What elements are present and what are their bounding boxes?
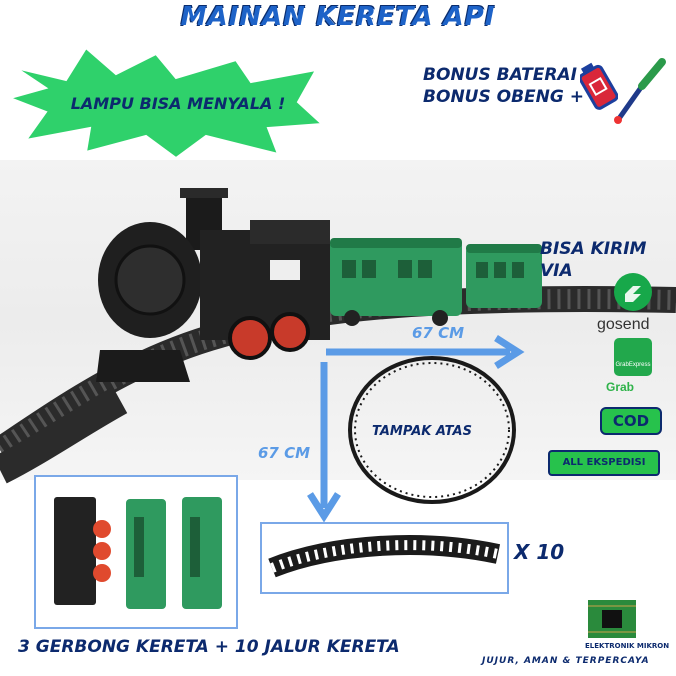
page-title: MAINAN KERETA API — [180, 2, 496, 32]
shop-tagline: JUJUR, AMAN & TERPERCAYA — [482, 656, 650, 666]
bonus-text: BONUS BATERAI BONUS OBENG + — [423, 64, 584, 108]
shop-name: ELEKTRONIK MIKRON — [585, 642, 670, 650]
track-quantity-label: X 10 — [514, 540, 565, 564]
vertical-dimension-label: 67 CM — [258, 444, 311, 462]
dimension-arrows — [307, 335, 525, 523]
top-view-label: TAMPAK ATAS — [372, 424, 472, 439]
screwdriver-icon — [614, 58, 666, 124]
gosend-logo-icon — [614, 273, 652, 311]
gosend-label: gosend — [597, 316, 650, 333]
all-ekspedisi-badge: ALL EKSPEDISI — [548, 450, 660, 476]
grabexpress-badge-label: GrabExpress — [615, 362, 651, 368]
shipping-heading-line-2: VIA — [540, 261, 573, 281]
grab-label: Grab — [606, 380, 635, 394]
bonus-line-2: BONUS OBENG + — [423, 87, 584, 107]
green-wagon-2 — [466, 244, 542, 308]
shipping-heading-line-1: BISA KIRIM — [540, 239, 647, 259]
shipping-heading: BISA KIRIM VIA — [540, 238, 646, 282]
bottom-caption: 3 GERBONG KERETA + 10 JALUR KERETA — [18, 637, 400, 657]
horizontal-dimension-label: 67 CM — [412, 324, 465, 342]
cod-badge: COD — [600, 407, 662, 435]
track-piece-box — [260, 522, 509, 594]
three-carriages-illustration — [54, 497, 222, 609]
grabexpress-logo-icon: GrabExpress — [614, 338, 652, 376]
top-view-track-circle — [348, 356, 516, 504]
wagons-box — [34, 475, 238, 629]
burst-label: LAMPU BISA MENYALA ! — [70, 94, 286, 113]
curved-track-piece — [268, 535, 501, 578]
green-wagon-1 — [330, 238, 462, 326]
shop-logo-icon — [588, 600, 636, 638]
bonus-line-1: BONUS BATERAI — [423, 65, 577, 85]
battery-icon — [580, 62, 618, 110]
black-locomotive — [96, 188, 330, 382]
green-burst-badge — [6, 46, 325, 160]
train-photo — [0, 188, 676, 484]
